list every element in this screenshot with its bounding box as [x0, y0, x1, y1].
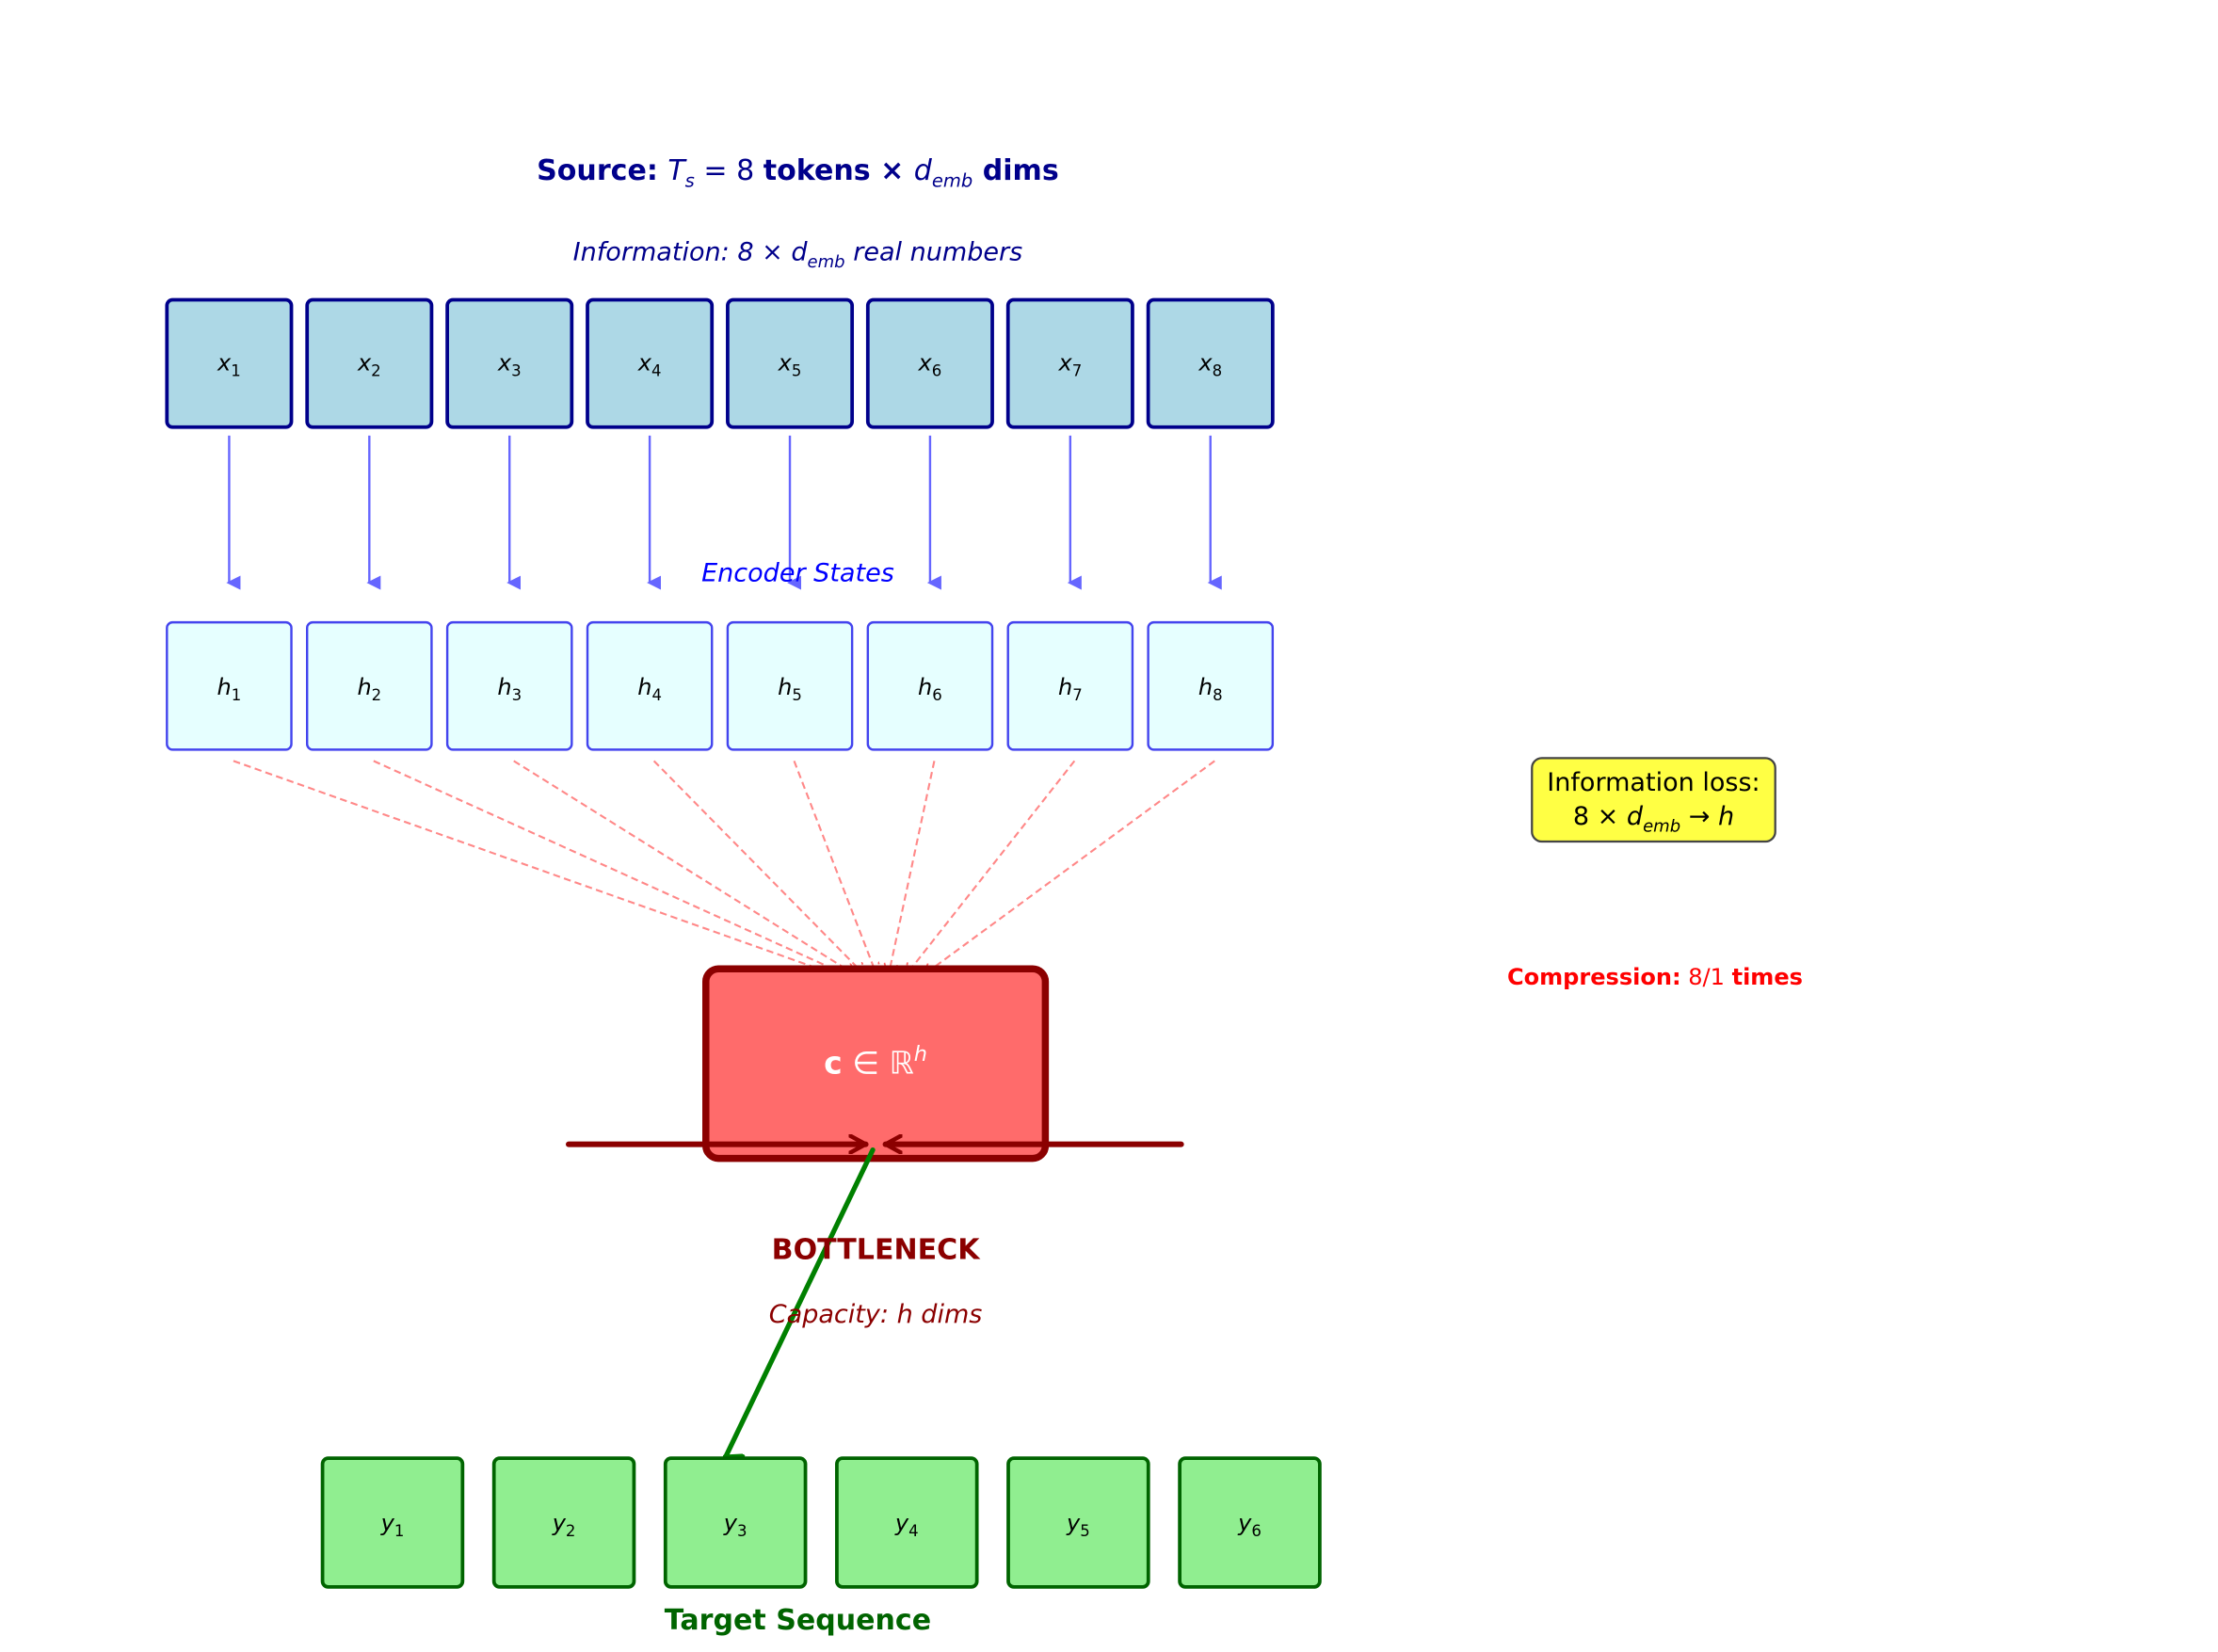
encoder-state-box	[586, 620, 714, 751]
target-token-label: y6	[1237, 1510, 1262, 1540]
embedding-arrows	[226, 435, 1222, 590]
compression-line	[889, 761, 936, 975]
target-token-row: y1 y2 y3 y4 y5 y6	[320, 1456, 1322, 1589]
source-token-box	[1146, 297, 1275, 429]
context-vector-box	[702, 965, 1050, 1163]
encoder-state-label: h2	[357, 674, 381, 704]
compression-line	[652, 760, 866, 975]
target-token-box	[835, 1456, 979, 1589]
target-token-box	[320, 1456, 465, 1589]
information-loss-box	[1531, 757, 1776, 843]
decoder-arrow	[726, 1147, 876, 1457]
source-token-box	[865, 297, 994, 429]
source-token-6: x6	[865, 297, 994, 429]
source-token-box	[305, 297, 434, 429]
information-loss-title: Information loss:	[1547, 768, 1760, 797]
encoder-state-label: h4	[637, 674, 662, 704]
target-sequence-label: Target Sequence	[665, 1604, 931, 1637]
source-token-box	[586, 297, 715, 429]
encoder-state-3: h3	[445, 620, 573, 751]
source-token-2: x2	[305, 297, 434, 429]
encoder-state-4: h4	[586, 620, 714, 751]
target-token-5: y5	[1006, 1456, 1150, 1589]
target-token-box	[1178, 1456, 1322, 1589]
encoder-state-6: h6	[866, 620, 994, 751]
compression-ratio: Compression: 8/1 times	[1507, 964, 1803, 990]
compression-lines	[233, 760, 1215, 975]
compression-line	[373, 760, 849, 975]
encoder-state-8: h8	[1147, 620, 1275, 751]
information-loss-formula: 8 × demb → h	[1573, 802, 1734, 837]
encoder-state-box	[1147, 620, 1275, 751]
encoder-state-label: h3	[497, 674, 522, 704]
compression-line	[906, 760, 1076, 975]
target-token-2: y2	[491, 1456, 636, 1589]
target-token-box	[663, 1456, 808, 1589]
encoder-state-box	[445, 620, 573, 751]
source-token-label: x6	[918, 350, 942, 380]
target-token-box	[1006, 1456, 1150, 1589]
source-token-7: x7	[1005, 297, 1134, 429]
encoder-state-2: h2	[306, 620, 433, 751]
source-token-box	[726, 297, 855, 429]
source-token-label: x2	[357, 350, 381, 380]
source-token-label: x8	[1197, 350, 1222, 380]
source-token-label: x5	[778, 350, 802, 380]
context-vector-label: c ∈ ℝh	[824, 1042, 927, 1082]
encoder-state-box	[1006, 620, 1134, 751]
source-token-label: x4	[637, 350, 662, 380]
encoder-state-box	[866, 620, 994, 751]
source-token-box	[165, 297, 294, 429]
target-token-label: y4	[894, 1510, 919, 1540]
source-token-box	[445, 297, 574, 429]
encoder-state-label: h5	[778, 674, 802, 704]
target-token-box	[491, 1456, 636, 1589]
source-token-1: x1	[165, 297, 294, 429]
encoder-state-label: h7	[1058, 674, 1083, 704]
target-token-label: y5	[1066, 1510, 1090, 1540]
encoder-state-label: h8	[1198, 674, 1223, 704]
target-token-label: y3	[723, 1510, 747, 1540]
target-token-4: y4	[835, 1456, 979, 1589]
source-token-4: x4	[586, 297, 715, 429]
encoder-state-5: h5	[726, 620, 854, 751]
target-token-1: y1	[320, 1456, 465, 1589]
encoder-state-label: h1	[217, 674, 242, 704]
encoder-state-label: h6	[918, 674, 942, 704]
encoder-state-box	[726, 620, 854, 751]
encoder-state-row: h1 h2 h3 h4 h5 h6 h7 h8	[166, 620, 1275, 751]
encoder-states-label: Encoder States	[701, 559, 894, 588]
encoder-state-box	[306, 620, 433, 751]
source-title: Source: Ts = 8 tokens × demb dims	[537, 154, 1059, 195]
target-token-label: y2	[552, 1510, 576, 1540]
capacity-label: Capacity: h dims	[769, 1300, 983, 1329]
compression-line	[233, 760, 839, 975]
encoder-state-box	[166, 620, 293, 751]
target-token-label: y1	[380, 1510, 405, 1540]
source-token-label: x1	[217, 350, 241, 380]
bottleneck-label: BOTTLENECK	[772, 1233, 982, 1266]
source-token-3: x3	[445, 297, 574, 429]
source-token-box	[1005, 297, 1134, 429]
information-subtitle: Information: 8 × demb real numbers	[573, 237, 1023, 272]
source-token-row: x1 x2 x3 x4 x5 x6 x7 x8	[165, 297, 1275, 429]
compression-line	[793, 761, 877, 975]
source-token-label: x7	[1057, 350, 1082, 380]
target-token-6: y6	[1178, 1456, 1322, 1589]
source-token-5: x5	[726, 297, 855, 429]
compression-line	[923, 760, 1215, 975]
encoder-state-7: h7	[1006, 620, 1134, 751]
target-token-3: y3	[663, 1456, 808, 1589]
source-token-8: x8	[1146, 297, 1275, 429]
source-token-label: x3	[497, 350, 522, 380]
encoder-state-1: h1	[166, 620, 293, 751]
